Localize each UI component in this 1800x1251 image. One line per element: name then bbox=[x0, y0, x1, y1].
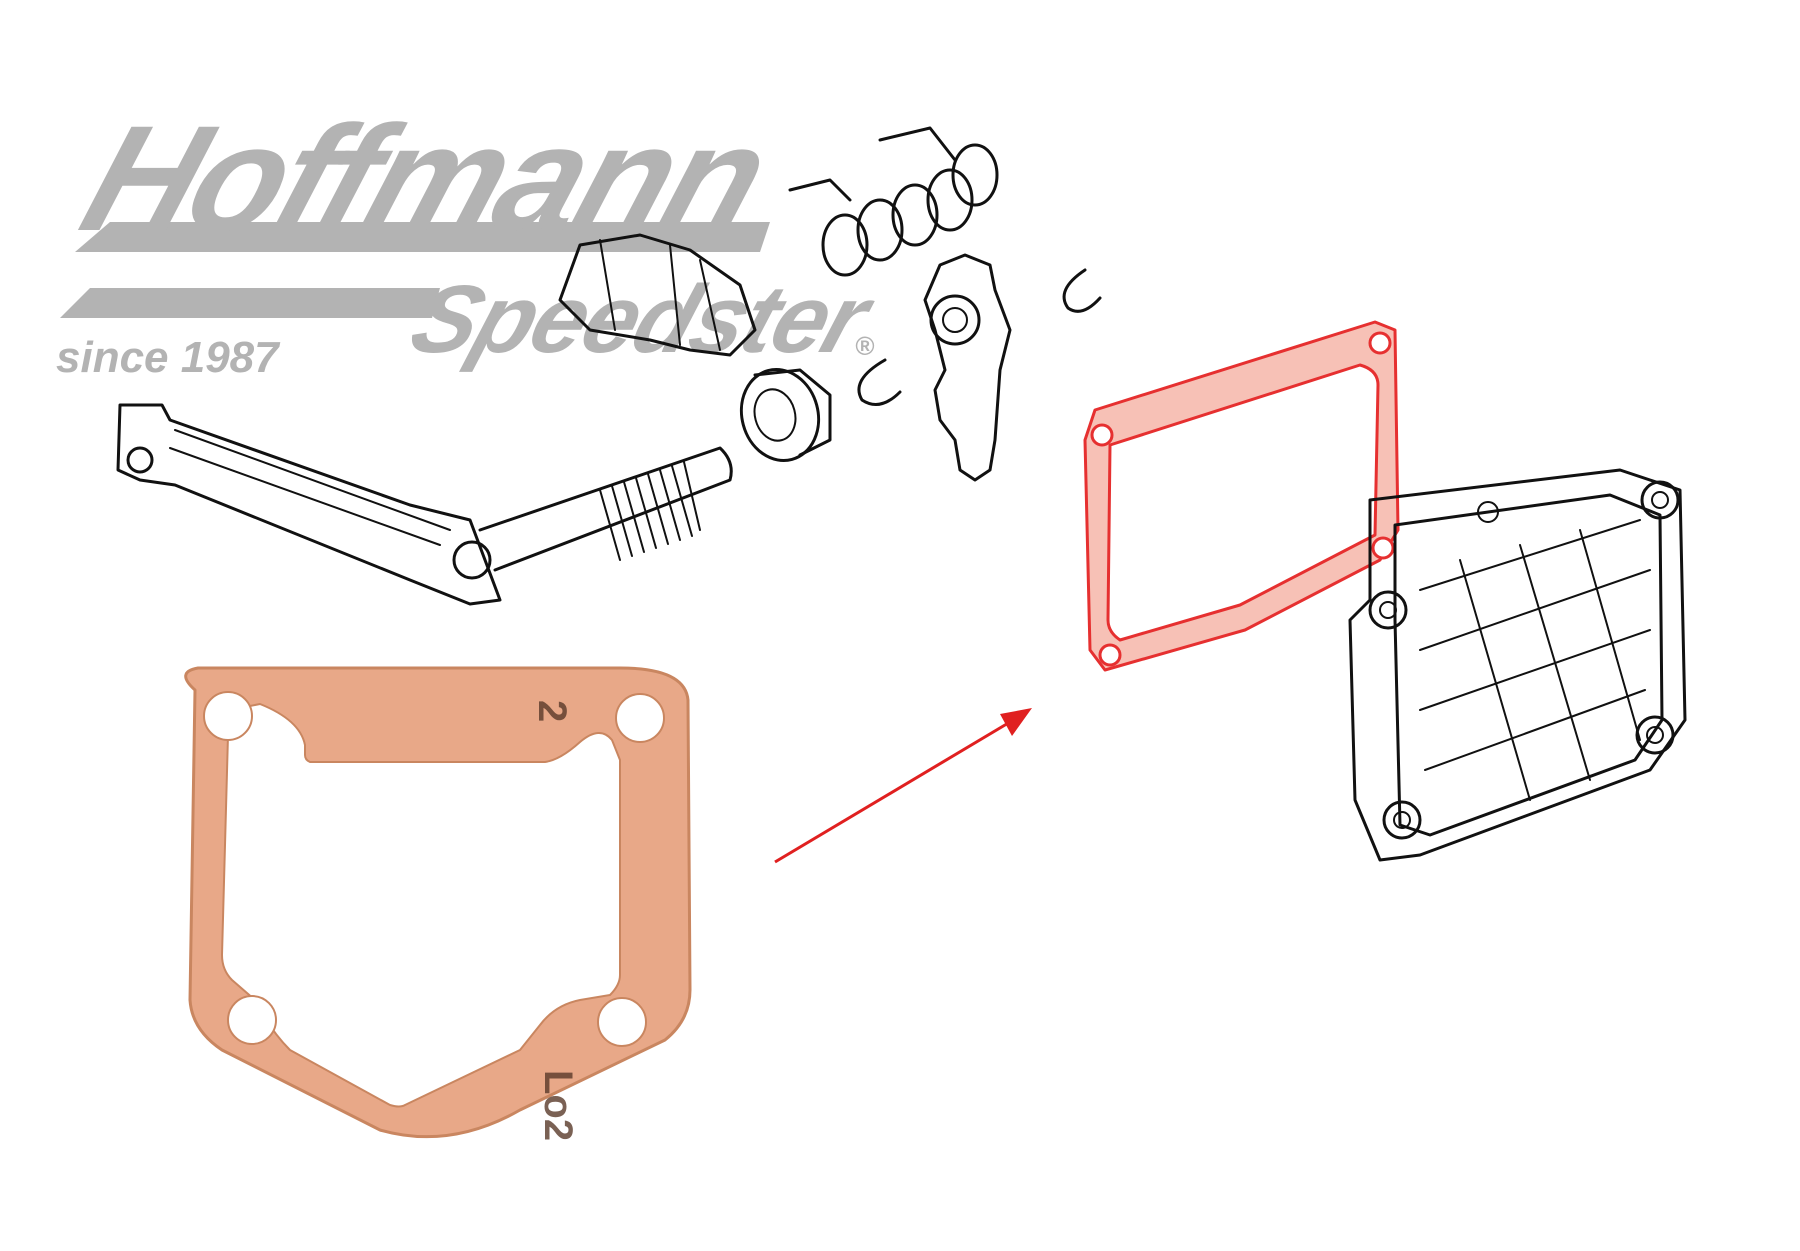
gasket-photo: 2 Lo2 bbox=[184, 666, 692, 1141]
brand-logo: Hoffmann Speedster ® since 1987 bbox=[56, 95, 887, 382]
logo-sub-text: Speedster bbox=[399, 265, 887, 372]
logo-registered-mark: ® bbox=[855, 331, 875, 361]
shift-lever-drawing bbox=[116, 403, 733, 606]
cover-plate-drawing bbox=[1348, 468, 1687, 862]
logo-bar-top bbox=[75, 222, 770, 252]
circlip-drawing bbox=[857, 268, 1102, 406]
bushing-drawing bbox=[558, 233, 757, 357]
highlighted-gasket-drawing bbox=[1083, 320, 1400, 672]
gasket-print-bottom: Lo2 bbox=[536, 1070, 580, 1141]
spring-drawing bbox=[788, 126, 999, 277]
logo-bar-mid bbox=[60, 288, 440, 318]
gasket-print-top: 2 bbox=[530, 700, 574, 722]
seal-ring-drawing bbox=[739, 367, 832, 463]
logo-tagline: since 1987 bbox=[56, 333, 281, 382]
pointer-arrow bbox=[774, 708, 1032, 864]
logo-brand-text: Hoffmann bbox=[65, 95, 785, 263]
shift-finger-drawing bbox=[923, 253, 1012, 482]
